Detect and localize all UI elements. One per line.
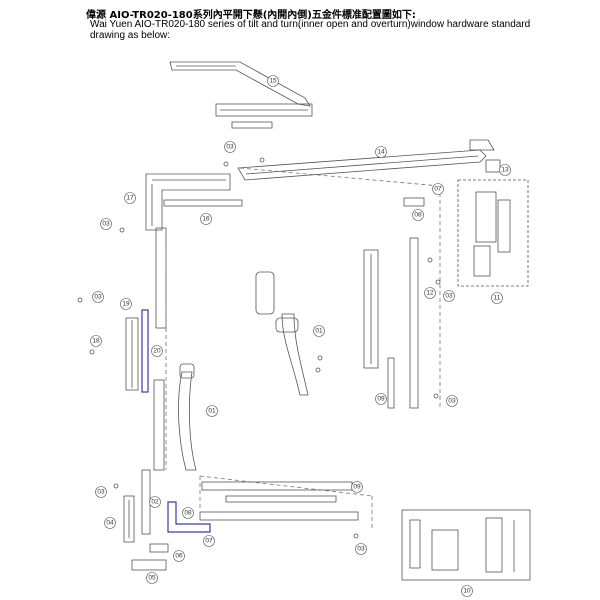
- callout-circle-18: [90, 335, 102, 347]
- label-04: 04: [106, 520, 114, 527]
- callout-circle-08a: [412, 209, 424, 221]
- callout-circle-20: [151, 345, 163, 357]
- callout-circle-09a: [375, 393, 387, 405]
- label-03e: 03: [448, 398, 456, 405]
- callout-circle-07a: [432, 183, 444, 195]
- label-07a: 07: [434, 186, 442, 193]
- label-18: 18: [92, 338, 100, 345]
- callout-circle-12: [424, 287, 436, 299]
- callout-circle-03d: [92, 291, 104, 303]
- label-11: 11: [494, 295, 501, 302]
- callout-circle-17: [124, 192, 136, 204]
- label-08a: 08: [414, 212, 422, 219]
- callout-circle-07b: [203, 535, 215, 547]
- label-17: 17: [126, 195, 134, 202]
- callout-circle-10: [461, 585, 473, 597]
- page-title: 偉源 AIO-TR020-180系列內平開下懸(內開內倒)五金件標准配置圖如下:: [86, 10, 416, 21]
- callout-circle-15: [267, 75, 279, 87]
- label-20: 20: [153, 348, 161, 355]
- callout-circle-14: [375, 146, 387, 158]
- part-11-keeper-group: [457, 179, 529, 287]
- label-06: 06: [175, 553, 183, 560]
- callout-circle-03b: [100, 218, 112, 230]
- label-16: 16: [202, 216, 210, 223]
- header: 偉源 AIO-TR020-180系列內平開下懸(內開內倒)五金件標准配置圖如下:…: [0, 0, 600, 48]
- callout-circle-03e: [446, 395, 458, 407]
- label-14: 14: [377, 149, 385, 156]
- label-09a: 09: [377, 396, 385, 403]
- vertical-drive-rod-left: [153, 227, 167, 471]
- callout-circle-08b: [182, 507, 194, 519]
- part-05-cap: [131, 559, 167, 571]
- part-16-connector: [163, 199, 243, 207]
- label-07b: 07: [205, 538, 213, 545]
- part-01-handle-upper: [255, 271, 309, 396]
- part-06-bracket: [149, 543, 169, 553]
- callout-circle-13: [499, 164, 511, 176]
- part-02-latch-rod: [141, 469, 151, 535]
- label-05: 05: [148, 575, 156, 582]
- callout-circle-11: [491, 292, 503, 304]
- screw-fasteners: [77, 157, 441, 539]
- callout-circle-01a: [313, 325, 325, 337]
- part-04-lock-striker: [123, 495, 135, 543]
- label-15: 15: [269, 78, 277, 85]
- label-12: 12: [426, 290, 434, 297]
- bottom-drive-rod: [199, 481, 359, 521]
- callout-circle-02: [149, 496, 161, 508]
- part-08-bottom-corner: [167, 501, 211, 533]
- part-15-top-stay-arm: [169, 61, 313, 129]
- label-03g: 03: [357, 546, 365, 553]
- callout-circle-03g: [355, 543, 367, 555]
- subtitle-line-1: Wai Yuen AIO-TR020-180 series of tilt an…: [90, 19, 531, 30]
- callout-circle-16: [200, 213, 212, 225]
- label-03d: 03: [94, 294, 102, 301]
- part-19-drive-rod: [125, 317, 139, 391]
- label-10: 10: [463, 588, 471, 595]
- callout-circle-03c: [443, 290, 455, 302]
- callout-circle-06: [173, 550, 185, 562]
- label-03a: 03: [226, 144, 234, 151]
- callout-circle-03a: [224, 141, 236, 153]
- label-03c: 03: [445, 293, 453, 300]
- callout-circle-19: [120, 298, 132, 310]
- vertical-frame-rod-center: [363, 249, 379, 369]
- label-01a: 01: [315, 328, 323, 335]
- label-13: 13: [501, 167, 509, 174]
- window-frame-dashed-outline: [165, 167, 441, 530]
- part-08-right-rod: [403, 197, 425, 409]
- part-01-handle-lower: [178, 363, 197, 471]
- callout-circle-01b: [206, 405, 218, 417]
- label-08b: 08: [184, 510, 192, 517]
- part-09-rod: [387, 357, 395, 409]
- part-17-corner-drive: [145, 173, 231, 231]
- label-09b: 09: [353, 484, 361, 491]
- subtitle-line-2: drawing as below:: [90, 30, 171, 41]
- label-03f: 03: [97, 489, 105, 496]
- callout-circle-09b: [351, 481, 363, 493]
- label-02: 02: [151, 499, 159, 506]
- label-01b: 01: [208, 408, 216, 415]
- label-19: 19: [122, 301, 130, 308]
- callout-circle-03f: [95, 486, 107, 498]
- label-03b: 03: [102, 221, 110, 228]
- callout-circle-04: [104, 517, 116, 529]
- part-20-drive-rod: [141, 309, 149, 393]
- part-14-stay-arm: [237, 139, 501, 181]
- callout-circle-05: [146, 572, 158, 584]
- part-10-detail-box: [401, 509, 531, 581]
